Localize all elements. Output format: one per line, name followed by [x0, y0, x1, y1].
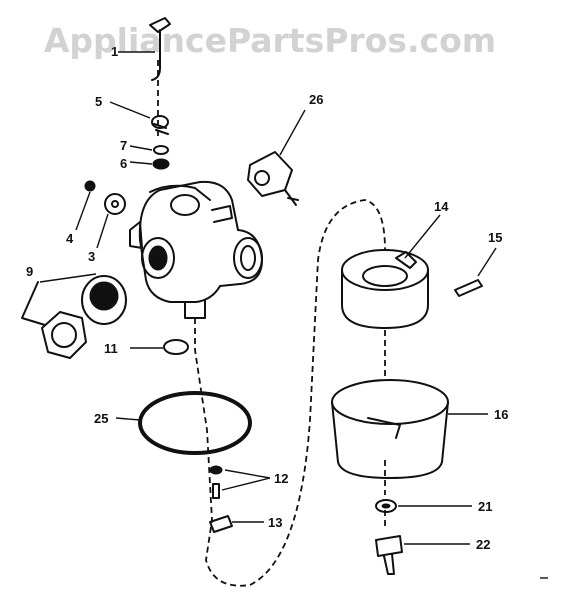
part-cover-9 — [21, 273, 127, 359]
callout-4: 4 — [66, 231, 74, 246]
callout-25: 25 — [94, 411, 108, 426]
callout-9: 9 — [26, 264, 33, 279]
part-carburetor-body — [129, 180, 263, 319]
part-washer-21 — [375, 499, 472, 513]
callout-7: 7 — [120, 138, 127, 153]
assembly-guide-lines — [157, 60, 386, 587]
part-screw-4 — [75, 180, 96, 231]
callout-13: 13 — [268, 515, 282, 530]
part-oring-6 — [129, 158, 170, 170]
part-bowl-16 — [331, 379, 488, 479]
part-float-14 — [341, 214, 441, 329]
callout-3: 3 — [88, 249, 95, 264]
callout-15: 15 — [488, 230, 502, 245]
part-solenoid-26 — [247, 109, 306, 206]
part-screw-5 — [109, 101, 169, 135]
part-throttle-rod — [118, 17, 171, 81]
callout-22: 22 — [476, 537, 490, 552]
part-screw-22 — [375, 535, 470, 575]
part-valve-12 — [209, 465, 271, 499]
callout-14: 14 — [434, 199, 449, 214]
part-gasket-11 — [130, 339, 189, 355]
watermark-text: AppliancePartsPros.com — [44, 21, 496, 60]
callout-labels: 1 5 7 6 4 3 9 11 25 12 13 26 14 15 16 21… — [26, 44, 508, 552]
callout-26: 26 — [309, 92, 323, 107]
part-screw-13 — [209, 515, 264, 533]
callout-12: 12 — [274, 471, 288, 486]
callout-16: 16 — [494, 407, 508, 422]
part-gasket-3 — [96, 193, 126, 249]
callout-6: 6 — [120, 156, 127, 171]
part-washer-7 — [129, 145, 169, 155]
callout-11: 11 — [104, 341, 118, 356]
callout-5: 5 — [95, 94, 102, 109]
callout-1: 1 — [111, 44, 118, 59]
callout-21: 21 — [478, 499, 492, 514]
part-oring-25 — [115, 391, 252, 455]
part-pin-15 — [454, 247, 497, 297]
